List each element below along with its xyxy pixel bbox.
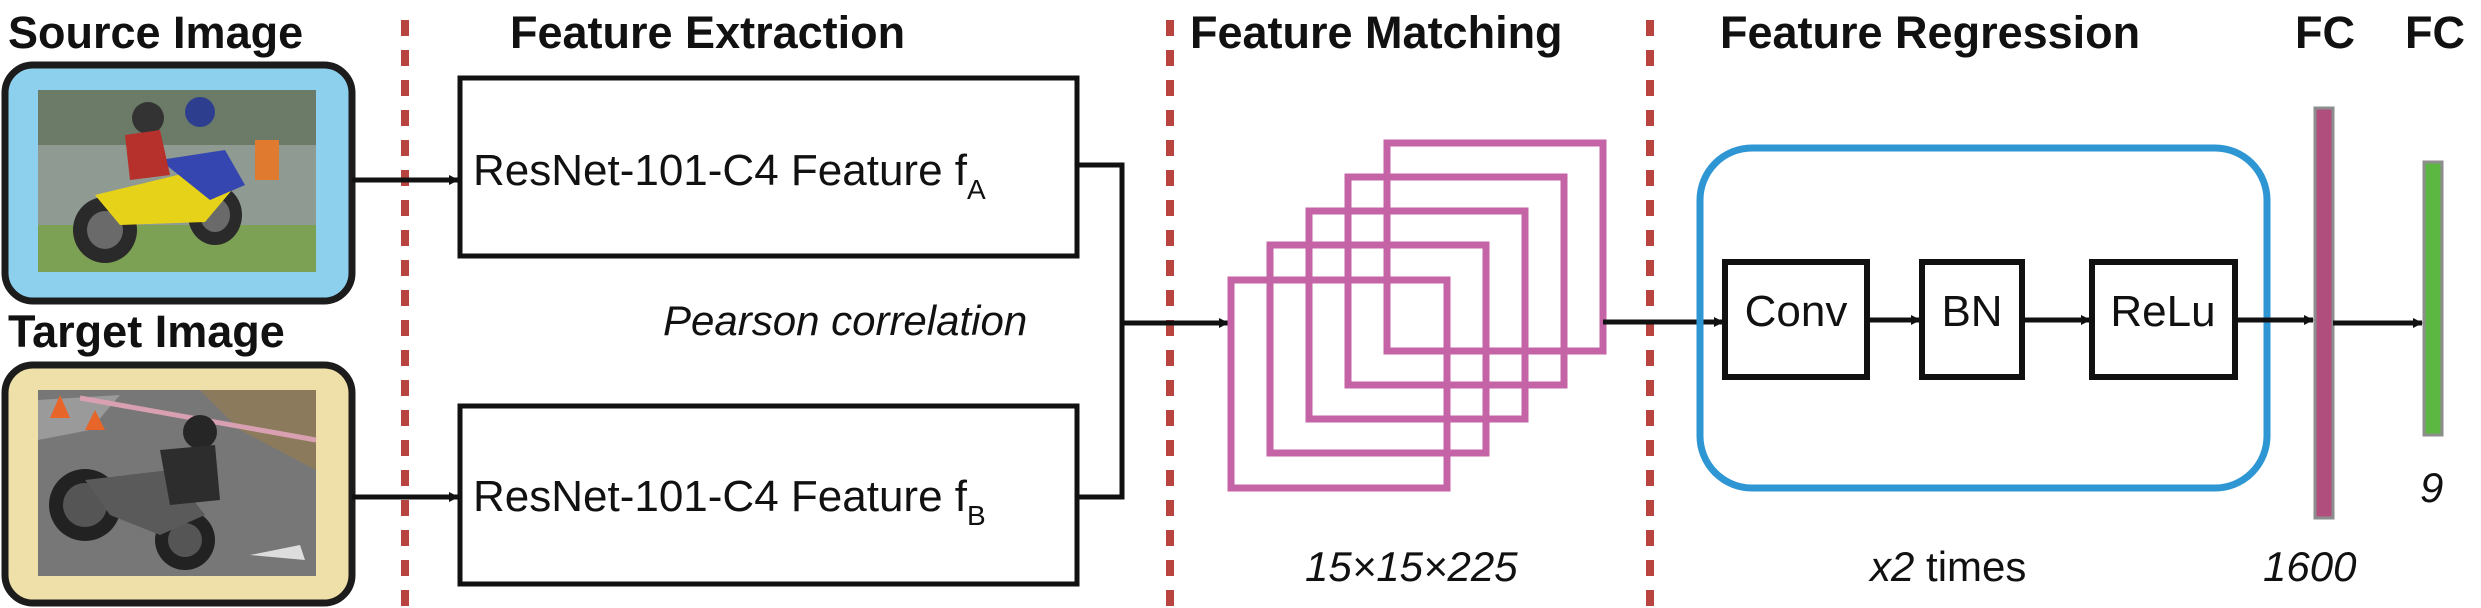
fc1-size-label: 1600 xyxy=(2263,543,2357,590)
matching-volume xyxy=(1227,139,1607,492)
conv-block: Conv xyxy=(1722,259,1870,380)
target-photo xyxy=(38,390,317,576)
matching-slice xyxy=(1266,241,1490,457)
bn-block: BN xyxy=(1919,259,2025,380)
relu-block: ReLu xyxy=(2089,259,2238,380)
feature-regression-header: Feature Regression xyxy=(1720,7,2140,58)
svg-text:ResNet-101-C4 Feature fB: ResNet-101-C4 Feature fB xyxy=(473,472,986,531)
feature-a-label: ResNet-101-C4 Feature f xyxy=(473,146,968,195)
matching-slice xyxy=(1305,207,1529,423)
repeat-times-suffix: times xyxy=(1914,543,2026,590)
pearson-correlation-label: Pearson correlation xyxy=(663,297,1027,344)
target-image-header: Target Image xyxy=(8,306,285,357)
correlation-bracket xyxy=(1077,162,1125,500)
feature-extraction-header: Feature Extraction xyxy=(510,7,905,58)
source-photo xyxy=(38,90,316,272)
bn-label: BN xyxy=(1941,287,2002,336)
svg-text:ResNet-101-C4 Feature fA: ResNet-101-C4 Feature fA xyxy=(473,146,986,205)
source-image-header: Source Image xyxy=(8,7,303,58)
fc2-size-label: 9 xyxy=(2420,464,2443,511)
fc2-bar xyxy=(2422,160,2444,437)
feature-b-block: ResNet-101-C4 Feature fB xyxy=(457,403,1080,587)
fc2-header: FC xyxy=(2405,7,2465,58)
feature-a-block: ResNet-101-C4 Feature fA xyxy=(457,75,1080,259)
feature-b-label: ResNet-101-C4 Feature f xyxy=(473,472,968,521)
matching-slice xyxy=(1227,276,1451,492)
source-image-frame xyxy=(1,61,356,305)
fc1-bar xyxy=(2313,106,2335,520)
feature-b-subscript: B xyxy=(967,500,986,531)
conv-label: Conv xyxy=(1745,287,1848,336)
target-image-frame xyxy=(1,361,356,607)
repeat-times-prefix: x2 xyxy=(1868,543,1914,590)
fc1-header: FC xyxy=(2295,7,2355,58)
repeat-times-label: x2 times xyxy=(1868,543,2026,590)
feature-a-subscript: A xyxy=(967,174,986,205)
relu-label: ReLu xyxy=(2110,287,2215,336)
matching-dimensions-label: 15×15×225 xyxy=(1305,543,1518,590)
feature-matching-header: Feature Matching xyxy=(1190,7,1563,58)
